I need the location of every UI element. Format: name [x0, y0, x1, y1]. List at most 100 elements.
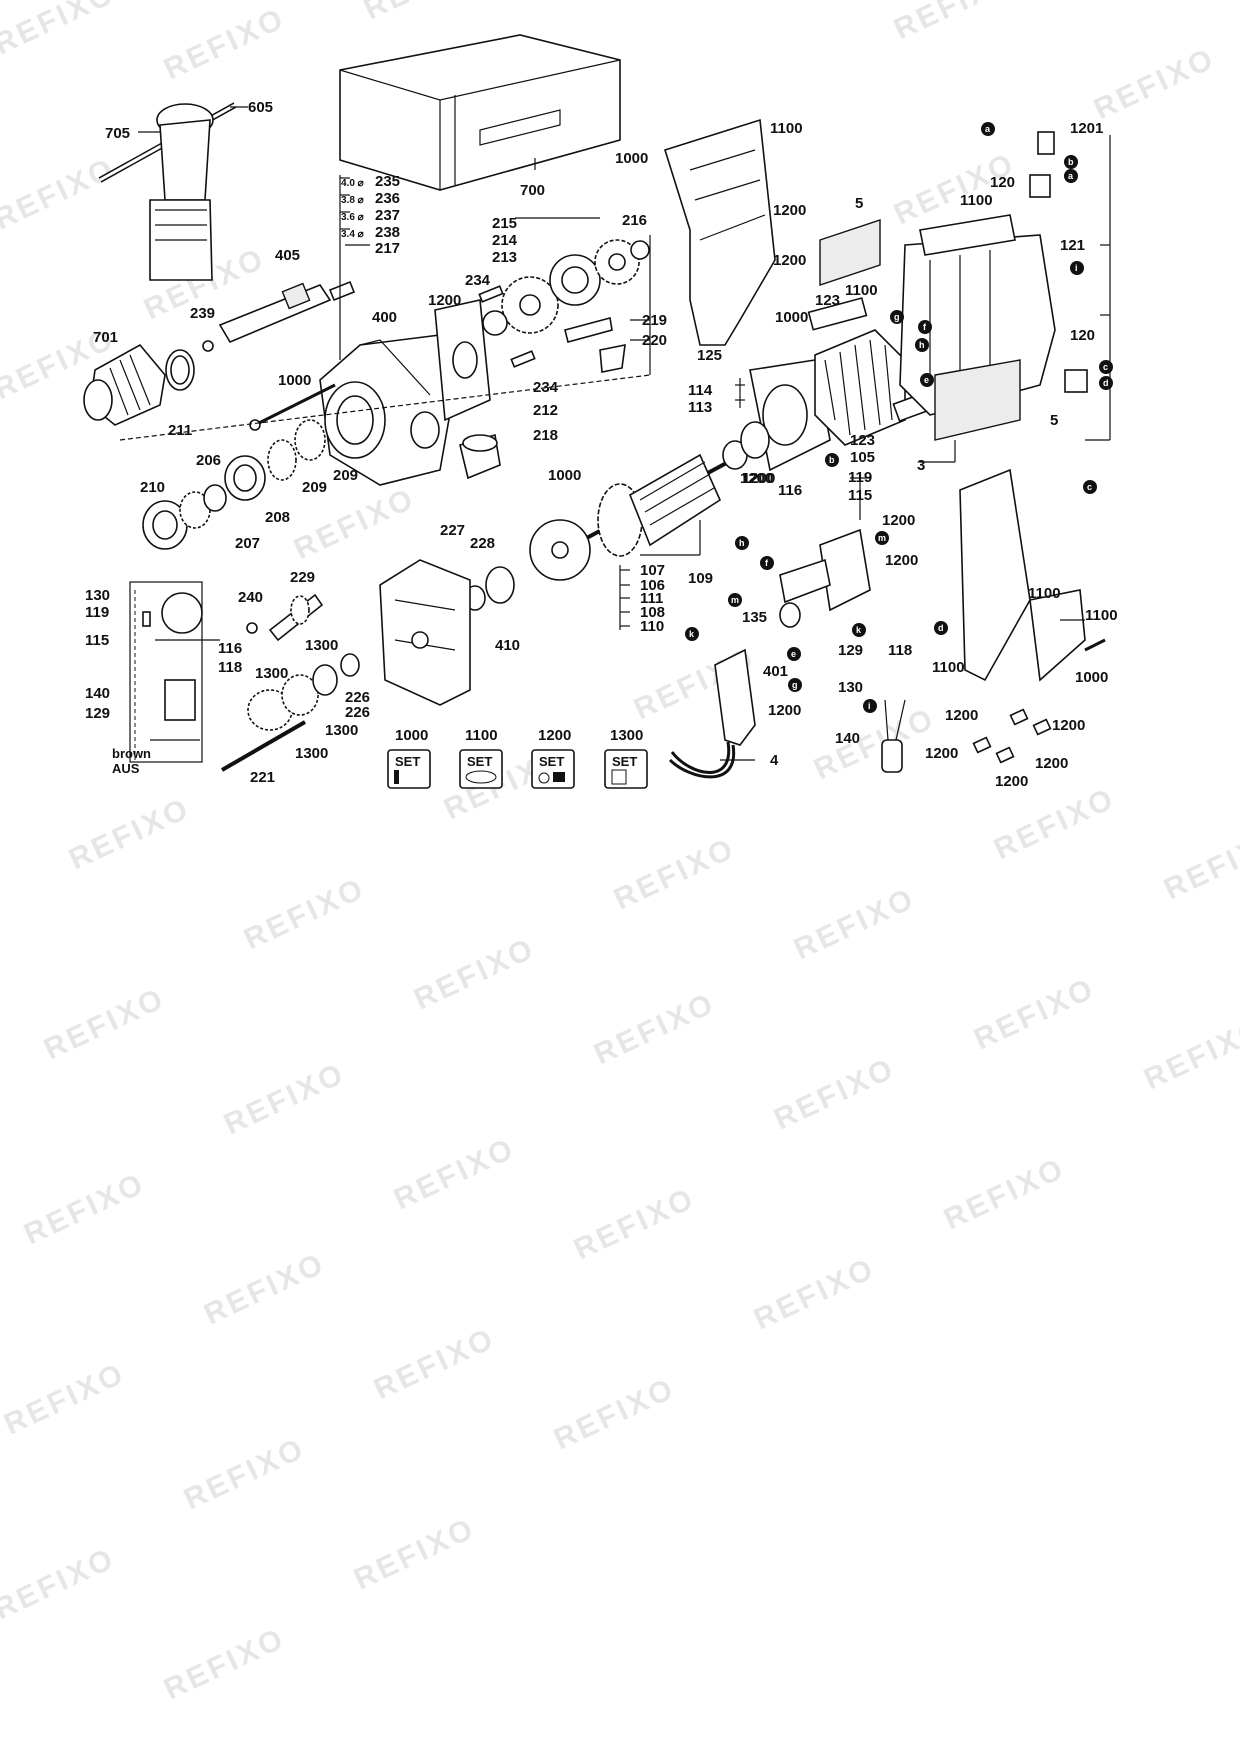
- part-label: 5: [1050, 412, 1058, 429]
- svg-text:g: g: [792, 680, 798, 690]
- watermark: REFIXO: [969, 972, 1100, 1057]
- marker-c-icon: c: [1083, 480, 1097, 494]
- svg-text:k: k: [856, 625, 862, 635]
- part-label: 1200: [740, 470, 773, 487]
- clutch-spring-drawing: [220, 653, 360, 772]
- watermark: REFIXO: [0, 1542, 120, 1627]
- screw-group-drawing: [972, 638, 1106, 764]
- part-label: 401: [763, 663, 788, 680]
- part-label: 113: [688, 399, 712, 416]
- part-label: 140: [85, 685, 110, 702]
- armature-drawing: [464, 440, 761, 611]
- part-label: 129: [838, 642, 863, 659]
- part-label: 210: [140, 479, 165, 496]
- watermark: REFIXO: [369, 1322, 500, 1407]
- svg-text:i: i: [1075, 263, 1078, 273]
- part-label: 114: [688, 382, 713, 399]
- svg-text:f: f: [923, 322, 927, 332]
- marker-d-icon: d: [1099, 376, 1113, 390]
- svg-text:d: d: [1103, 378, 1109, 388]
- part-label: 235: [375, 173, 400, 190]
- part-label: 605: [248, 99, 273, 116]
- marker-d-icon: d: [934, 621, 948, 635]
- part-label: 1200: [885, 552, 918, 569]
- long-screw-drawing: [249, 383, 336, 431]
- marker-f-icon: f: [760, 556, 774, 570]
- watermark: REFIXO: [199, 1247, 330, 1332]
- part-label: 140: [835, 730, 860, 747]
- small-parts-icon: [538, 772, 550, 784]
- cover-plate-drawing: [819, 219, 1021, 441]
- part-label: 218: [533, 427, 558, 444]
- watermark: REFIXO: [609, 832, 740, 917]
- part-label: 211: [168, 422, 192, 439]
- side-cover-drawing: [959, 468, 1086, 682]
- part-label: 1100: [960, 192, 993, 209]
- marker-k-icon: k: [852, 623, 866, 637]
- part-label: 130: [838, 679, 863, 696]
- part-label: 125: [697, 347, 722, 364]
- watermark: REFIXO: [409, 932, 540, 1017]
- svg-text:c: c: [1103, 362, 1108, 372]
- marker-h-icon: h: [915, 338, 929, 352]
- part-label: 1300: [255, 665, 288, 682]
- part-label: 1200: [1052, 717, 1085, 734]
- svg-text:d: d: [938, 623, 944, 633]
- set-word: SET: [612, 754, 637, 769]
- svg-text:g: g: [894, 312, 900, 322]
- part-label: 135: [742, 609, 767, 626]
- diameter-label: 3.8 ⌀: [341, 195, 364, 206]
- watermark: REFIXO: [939, 1152, 1070, 1237]
- part-label: 1000: [1075, 669, 1108, 686]
- carbon-brush-drawing: [1029, 131, 1088, 393]
- marker-g-icon: g: [890, 310, 904, 324]
- power-cable-drawing: [668, 648, 756, 779]
- marker-i-icon: i: [1070, 261, 1084, 275]
- part-label: 228: [470, 535, 495, 552]
- part-label: 229: [290, 569, 315, 586]
- part-label: 216: [622, 212, 647, 229]
- intermediate-flange-drawing: [434, 299, 491, 422]
- part-label: 1200: [768, 702, 801, 719]
- watermark: REFIXO: [989, 782, 1120, 867]
- connection-markers: a b a i g f h e c d b c h f m m k k e g …: [685, 122, 1113, 713]
- marker-h-icon: h: [735, 536, 749, 550]
- part-label: 220: [642, 332, 667, 349]
- part-label: 118: [218, 659, 242, 676]
- part-label: 209: [333, 467, 358, 484]
- part-label: 1100: [770, 120, 803, 137]
- part-label: 701: [93, 329, 118, 346]
- part-label: 1300: [325, 722, 358, 739]
- part-label: 109: [688, 570, 713, 587]
- shift-knob-drawing: [459, 317, 626, 480]
- carrying-case-drawing: [339, 34, 621, 191]
- part-label: 120: [1070, 327, 1095, 344]
- wire-color-label: brown: [112, 746, 151, 761]
- gear-housing-drawing: [319, 334, 456, 486]
- part-label: 1200: [773, 202, 806, 219]
- set-number: 1200: [538, 727, 571, 744]
- part-label: 4: [770, 752, 779, 769]
- part-label: 1200: [1035, 755, 1068, 772]
- diameter-label: 4.0 ⌀: [341, 178, 364, 189]
- svg-text:i: i: [868, 701, 871, 711]
- set-number: 1300: [610, 727, 643, 744]
- watermark: REFIXO: [64, 792, 195, 877]
- part-number-labels: 705 605 700 1000 1100 1201 120 1200 5 11…: [85, 99, 1118, 790]
- svg-text:e: e: [791, 649, 796, 659]
- part-label: 207: [235, 535, 260, 552]
- svg-text:a: a: [985, 124, 991, 134]
- part-label: 1300: [295, 745, 328, 762]
- marker-f-icon: f: [918, 320, 932, 334]
- set-1000: 1000 SET: [387, 727, 431, 789]
- part-label: 213: [492, 249, 517, 266]
- part-label: 214: [492, 232, 518, 249]
- part-label: 209: [302, 479, 327, 496]
- part-label: 237: [375, 207, 400, 224]
- svg-text:c: c: [1087, 482, 1092, 492]
- part-label: 106: [640, 577, 665, 594]
- watermark: REFIXO: [0, 1357, 130, 1442]
- watermark: REFIXO: [239, 872, 370, 957]
- gear-cover-drawing: [379, 559, 471, 706]
